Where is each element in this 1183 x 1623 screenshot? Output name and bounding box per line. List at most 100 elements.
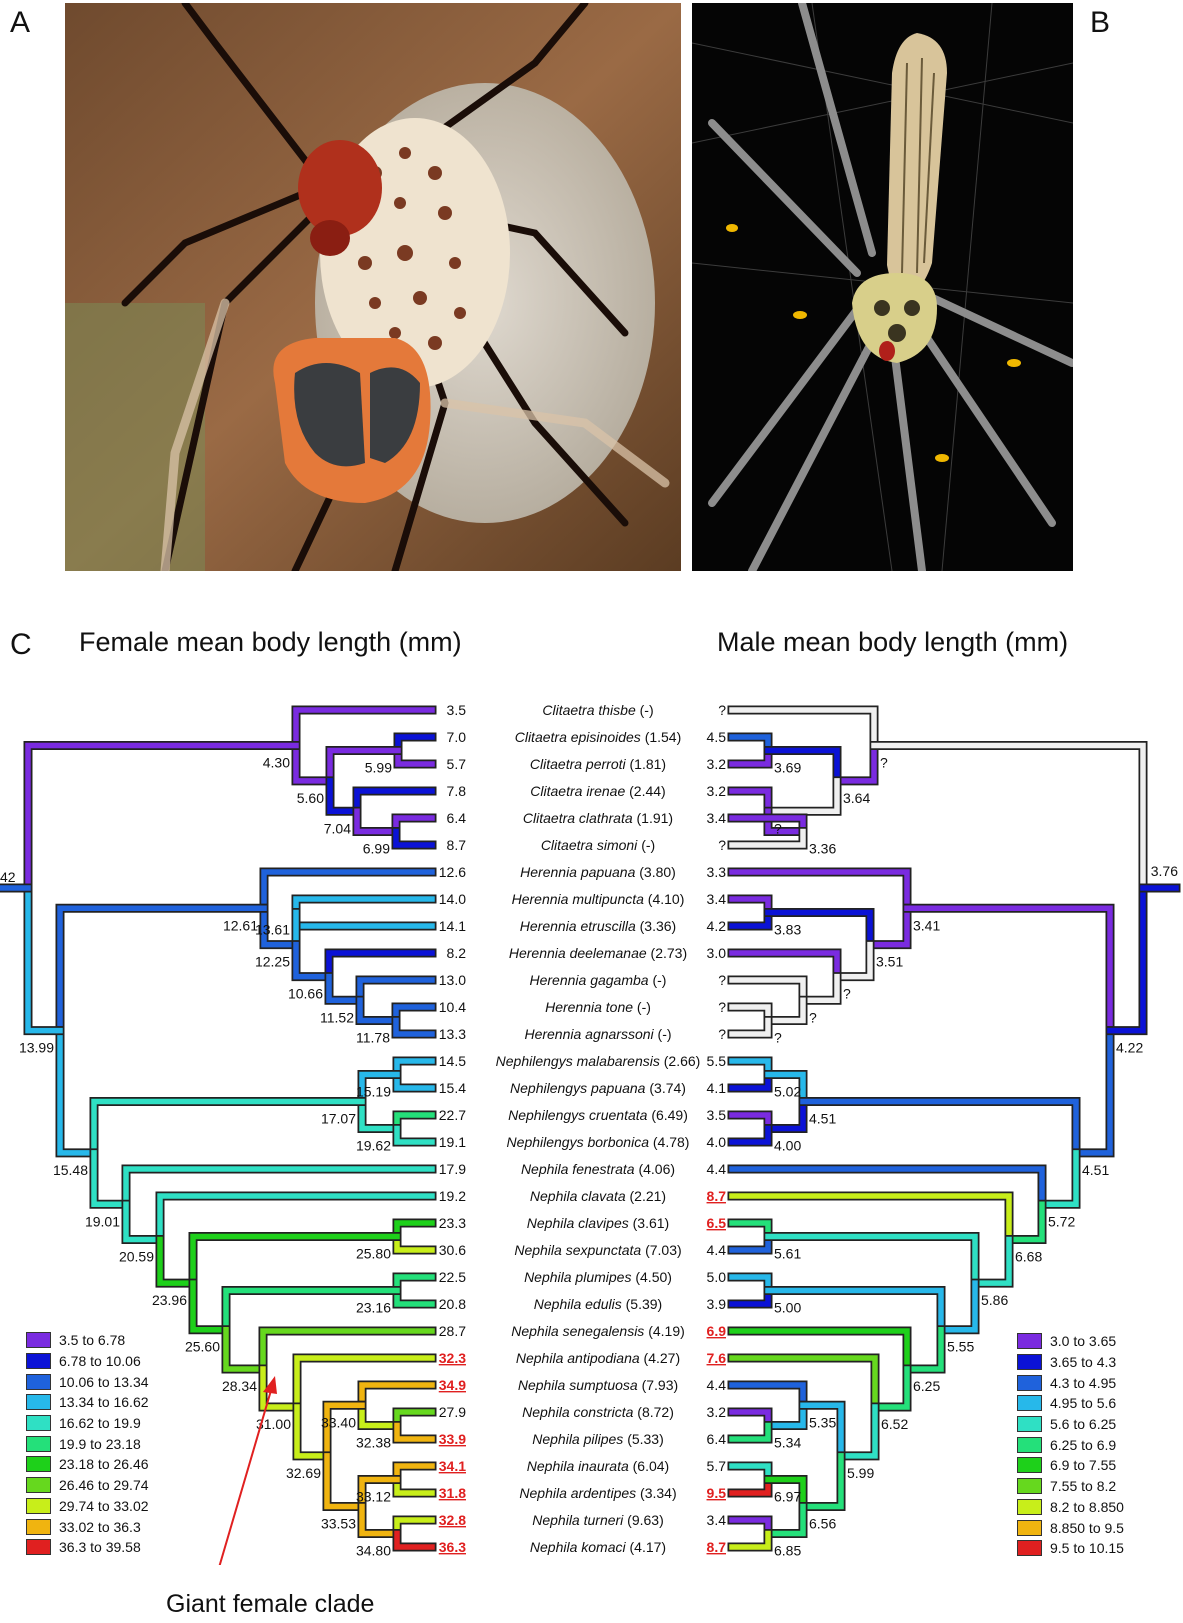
male-node-label: 5.99 [847, 1465, 874, 1481]
male-branch-outline [907, 1330, 941, 1369]
male-branch [732, 1021, 768, 1035]
female-branch [263, 1331, 432, 1369]
female-node-label: 34.80 [356, 1543, 391, 1559]
legend-label: 3.0 to 3.65 [1050, 1333, 1116, 1349]
legend-swatch [1017, 1354, 1042, 1370]
male-tip-value: 3.2 [707, 756, 727, 772]
legend-item: 9.5 to 10.15 [1017, 1538, 1124, 1559]
legend-item: 36.3 to 39.58 [26, 1537, 149, 1558]
male-branch-outline [768, 781, 837, 811]
male-branch-outline [803, 1102, 1076, 1153]
taxon-label: Nephila inaurata (6.04) [527, 1458, 669, 1474]
male-tip-value: 3.4 [707, 810, 727, 826]
female-branch-outline [362, 1507, 397, 1534]
female-node-label: 33.40 [321, 1414, 356, 1430]
taxon-label: Nephila antipodiana (4.27) [516, 1350, 680, 1366]
male-tip-value: 4.4 [707, 1161, 727, 1177]
female-tip-value: 32.8 [439, 1512, 466, 1528]
male-branch [732, 913, 768, 927]
female-branch-outline [263, 1331, 432, 1369]
female-branch [397, 1061, 432, 1075]
male-node-label: 4.00 [774, 1138, 801, 1154]
female-tip-value: 19.2 [439, 1188, 466, 1204]
male-branch [875, 1369, 907, 1407]
male-branch-outline [841, 1407, 875, 1456]
male-branch [732, 1115, 768, 1129]
legend-label: 8.2 to 8.850 [1050, 1499, 1124, 1515]
female-branch-outline [60, 1031, 94, 1153]
taxon-label: Nephilengys borbonica (4.78) [507, 1134, 690, 1150]
legend-item: 4.95 to 5.6 [1017, 1393, 1124, 1414]
male-node-label: 6.68 [1015, 1249, 1042, 1265]
female-node-label: 23.96 [152, 1292, 187, 1308]
legend-label: 4.95 to 5.6 [1050, 1395, 1116, 1411]
female-branch-outline [329, 977, 360, 1001]
female-branch [396, 1021, 432, 1035]
female-branch [296, 945, 329, 977]
male-tip-value: 3.4 [707, 1512, 727, 1528]
taxon-label: Clitaetra perroti (1.81) [530, 756, 666, 772]
legend-swatch [1017, 1333, 1042, 1349]
legend-label: 13.34 to 16.62 [59, 1394, 149, 1410]
taxon-label: Nephila edulis (5.39) [534, 1296, 662, 1312]
female-branch-outline [160, 1240, 193, 1284]
male-branch-outline [1076, 1031, 1110, 1153]
taxon-label: Nephila ardentipes (3.34) [519, 1485, 676, 1501]
male-node-label: 3.69 [774, 760, 801, 776]
male-branch-outline [1042, 1153, 1076, 1204]
male-node-label: 5.55 [947, 1339, 974, 1355]
male-branch-outline [837, 745, 874, 780]
legend-swatch [1017, 1520, 1042, 1536]
legend-item: 8.2 to 8.850 [1017, 1497, 1124, 1518]
taxon-label: Herennia tone (-) [545, 999, 651, 1015]
female-tip-value: 12.6 [439, 864, 466, 880]
taxon-label: Herennia agnarssoni (-) [524, 1026, 671, 1042]
female-branch [296, 913, 432, 927]
female-branch [397, 1129, 432, 1143]
male-tip-value: 7.6 [707, 1350, 727, 1366]
female-branch [397, 1426, 432, 1440]
male-branch [732, 737, 768, 751]
legend-label: 9.5 to 10.15 [1050, 1540, 1124, 1556]
legend-label: 19.9 to 23.18 [59, 1436, 141, 1452]
legend-item: 6.9 to 7.55 [1017, 1455, 1124, 1476]
female-branch [398, 737, 432, 751]
female-node-label: 5.60 [297, 790, 324, 806]
female-tip-value: 3.5 [447, 702, 467, 718]
female-branch-outline [360, 980, 432, 1000]
female-branch [396, 1007, 432, 1021]
female-branch [28, 745, 296, 888]
female-node-label: 19.62 [356, 1138, 391, 1154]
legend-swatch [26, 1456, 51, 1472]
female-branch-outline [357, 811, 396, 831]
male-branch [732, 1237, 768, 1251]
taxon-label: Clitaetra simoni (-) [541, 837, 655, 853]
legend-swatch [26, 1498, 51, 1514]
male-branch-outline [874, 745, 1143, 888]
female-branch [397, 1237, 432, 1251]
male-tip-value: 4.0 [707, 1134, 727, 1150]
male-branch-outline [1009, 1204, 1042, 1239]
giant-clade-arrow [213, 1376, 277, 1565]
legend-item: 26.46 to 29.74 [26, 1475, 149, 1496]
female-branch-outline [357, 791, 432, 811]
legend-swatch [1017, 1457, 1042, 1473]
female-tip-value: 13.3 [439, 1026, 466, 1042]
female-branch-outline [329, 953, 432, 977]
male-node-label: 6.85 [774, 1543, 801, 1559]
female-node-label: 5.99 [365, 760, 392, 776]
female-node-label: 20.59 [119, 1249, 154, 1265]
male-tip-value: 5.5 [707, 1053, 727, 1069]
female-tip-value: 7.8 [447, 783, 467, 799]
male-tip-value: 6.9 [707, 1323, 727, 1339]
female-branch [398, 751, 432, 765]
photo-spider-dark [692, 3, 1073, 571]
female-tip-value: 10.4 [439, 999, 466, 1015]
male-tip-value: 3.3 [707, 864, 727, 880]
female-tip-value: 20.8 [439, 1296, 466, 1312]
female-node-label: 15.19 [356, 1084, 391, 1100]
female-branch [397, 1115, 432, 1129]
male-tip-value: ? [718, 999, 726, 1015]
